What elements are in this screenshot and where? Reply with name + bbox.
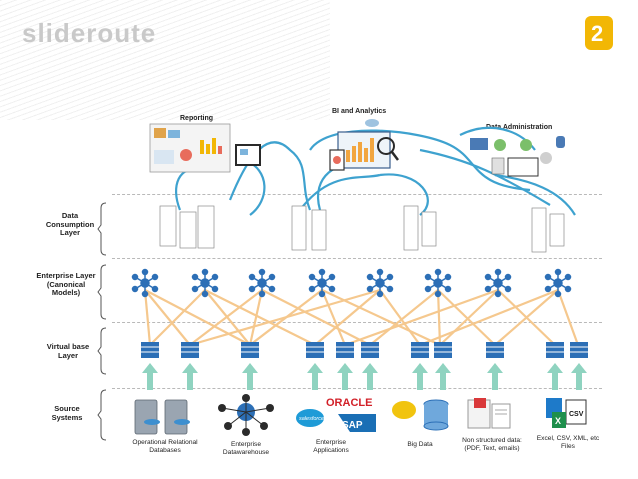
svg-text:CSV: CSV [569, 411, 584, 418]
brand-logo-icon: 2 [585, 16, 613, 50]
layer-label-consumption: Data Consumption Layer [45, 211, 95, 238]
up-arrow-icon [337, 363, 353, 390]
consumption-views [159, 205, 565, 253]
files-icon: CSV X [546, 398, 587, 428]
canonical-node-icon [484, 268, 512, 298]
brand-logo: slideroute [22, 18, 157, 48]
layer-label-source: Source Systems [51, 404, 83, 422]
virtual-table-icon [241, 342, 259, 358]
virtual-table-icon [434, 342, 452, 358]
data-administration-title: Data Administration [486, 124, 553, 131]
up-arrow-icon [487, 363, 503, 390]
salesforce-logo: salesforce [299, 416, 324, 422]
bi-analytics-title: BI and Analytics [332, 108, 387, 115]
layer-label-virtual: Virtual base Layer [46, 342, 90, 360]
up-arrow-icon [182, 363, 198, 390]
virtual-table-icon [411, 342, 429, 358]
up-arrow-icon [307, 363, 323, 390]
source-caption: Enterprise Applications [313, 439, 349, 454]
source-caption: Operational Relational Databases [132, 439, 198, 454]
header-hatch-pattern [0, 0, 330, 120]
canonical-node-icon [308, 268, 336, 298]
canonical-node-icon [131, 268, 159, 298]
hadoop-db-icon [392, 399, 449, 431]
warehouse-network-icon [218, 394, 274, 436]
canonical-node-icon [424, 268, 452, 298]
database-server-icon [134, 399, 190, 435]
up-arrow-icon [547, 363, 563, 390]
source-caption: Excel, CSV, XML, etc Files [536, 435, 600, 450]
separator-line [112, 194, 602, 195]
separator-line [112, 322, 602, 323]
documents-icon [467, 398, 511, 429]
canonical-node-icon [191, 268, 219, 298]
separator-line [112, 258, 602, 259]
canonical-mapping-lines [143, 288, 580, 347]
source-caption: Non structured data: (PDF, Text, emails) [462, 437, 522, 452]
virtual-table-icon [546, 342, 564, 358]
separator-line [112, 388, 602, 389]
layer-brackets [97, 202, 107, 441]
source-caption: Big Data [407, 441, 433, 448]
virtual-table-icon [141, 342, 159, 358]
virtual-table-icon [486, 342, 504, 358]
bi-analytics-icon [329, 119, 399, 171]
svg-text:2: 2 [591, 21, 603, 46]
reporting-title: Reporting [180, 115, 214, 122]
canonical-node-icon [248, 268, 276, 298]
virtual-table-icon [181, 342, 199, 358]
layer-label-enterprise: Enterprise Layer (Canonical Models) [36, 271, 96, 298]
up-arrow-icon [362, 363, 378, 390]
canonical-node-icon [544, 268, 572, 298]
sap-logo: SAP [342, 420, 363, 431]
source-caption: Enterprise Datawarehouse [222, 441, 270, 456]
virtual-table-icon [361, 342, 379, 358]
virtual-table-icon [336, 342, 354, 358]
reporting-dashboard-icon [149, 123, 261, 173]
up-arrow-icon [242, 363, 258, 390]
enterprise-apps-icon: salesforce ORACLE SAP [296, 397, 376, 432]
canonical-model-nodes [131, 268, 572, 298]
up-arrow-icon [142, 363, 158, 390]
data-administration-icon [470, 136, 565, 177]
ingestion-arrows [142, 363, 587, 390]
oracle-logo: ORACLE [326, 397, 372, 409]
up-arrow-icon [412, 363, 428, 390]
up-arrow-icon [571, 363, 587, 390]
virtual-table-icons [141, 342, 588, 358]
virtual-table-icon [570, 342, 588, 358]
up-arrow-icon [435, 363, 451, 390]
svg-text:X: X [555, 416, 561, 426]
virtual-table-icon [306, 342, 324, 358]
canonical-node-icon [366, 268, 394, 298]
